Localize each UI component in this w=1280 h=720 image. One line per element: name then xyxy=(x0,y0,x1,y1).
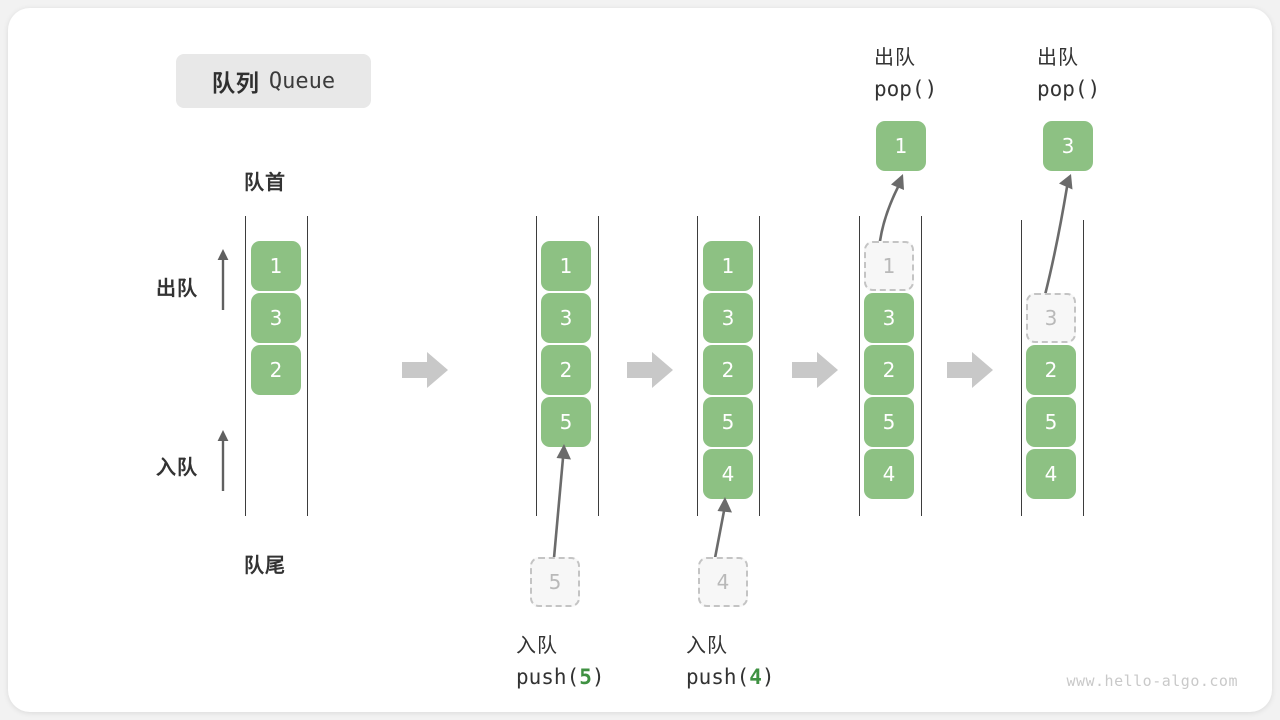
watermark: www.hello-algo.com xyxy=(1066,672,1238,690)
pop1-header-code: pop() xyxy=(874,77,938,101)
dequeue-legend-label: 出队 xyxy=(156,276,198,300)
push5-code-arg: 5 xyxy=(579,665,592,689)
queue-element: 2 xyxy=(864,345,914,395)
push5-caption-cn: 入队 xyxy=(516,633,558,657)
dequeue-direction-arrow-icon xyxy=(217,249,229,310)
queue-element: 1 xyxy=(703,241,753,291)
popped-element: 1 xyxy=(876,121,926,171)
queue-rail-right-col4 xyxy=(921,216,922,516)
enqueue-legend-label: 入队 xyxy=(156,455,198,479)
queue-tail-label: 队尾 xyxy=(244,553,286,577)
push4-caption-cn: 入队 xyxy=(686,633,728,657)
queue-ghost-element: 4 xyxy=(698,557,748,607)
queue-rail-right-col5 xyxy=(1083,220,1084,516)
queue-rail-right-col2 xyxy=(598,216,599,516)
dequeue-motion-arrow-icon xyxy=(878,174,904,243)
pop1-header-cn: 出队 xyxy=(874,45,916,69)
queue-element: 4 xyxy=(1026,449,1076,499)
queue-ghost-element-removed: 1 xyxy=(864,241,914,291)
dequeue-motion-arrow-icon xyxy=(1043,174,1073,297)
push5-code-prefix: push( xyxy=(516,665,580,689)
queue-ghost-element-removed: 3 xyxy=(1026,293,1076,343)
title-cn: 队列 xyxy=(211,71,260,97)
queue-ghost-element: 5 xyxy=(530,557,580,607)
queue-rail-left-col1 xyxy=(245,216,246,516)
enqueue-direction-arrow-icon xyxy=(217,430,229,491)
step-separator-arrow-icon xyxy=(792,352,838,388)
queue-element: 3 xyxy=(864,293,914,343)
push5-caption-code: push(5) xyxy=(516,665,605,689)
diagram-title-chip: 队列 Queue xyxy=(176,54,371,108)
title-en: Queue xyxy=(268,68,336,94)
queue-element: 2 xyxy=(703,345,753,395)
queue-element: 2 xyxy=(541,345,591,395)
queue-element-new: 5 xyxy=(541,397,591,447)
pop3-header-cn: 出队 xyxy=(1037,45,1079,69)
enqueue-motion-arrow-icon xyxy=(713,497,732,560)
push4-code-suffix: ) xyxy=(761,665,775,689)
pop3-header-code: pop() xyxy=(1037,77,1101,101)
diagram-card: 队列 Queue 队首 队尾 出队 入队 1 3 2 1 3 2 5 5 入队 … xyxy=(8,8,1272,712)
popped-element: 3 xyxy=(1043,121,1093,171)
queue-element: 1 xyxy=(541,241,591,291)
queue-rail-left-col4 xyxy=(859,216,860,516)
queue-element: 2 xyxy=(251,345,301,395)
queue-element: 3 xyxy=(251,293,301,343)
queue-element: 5 xyxy=(1026,397,1076,447)
queue-element: 5 xyxy=(703,397,753,447)
queue-rail-right-col1 xyxy=(307,216,308,516)
enqueue-motion-arrow-icon xyxy=(552,444,571,560)
queue-element: 2 xyxy=(1026,345,1076,395)
step-separator-arrow-icon xyxy=(947,352,993,388)
push4-code-arg: 4 xyxy=(749,665,762,689)
push4-caption-code: push(4) xyxy=(686,665,775,689)
step-separator-arrow-icon xyxy=(402,352,448,388)
queue-element-new: 4 xyxy=(703,449,753,499)
queue-head-label: 队首 xyxy=(244,170,286,194)
queue-rail-left-col5 xyxy=(1021,220,1022,516)
push4-code-prefix: push( xyxy=(686,665,750,689)
queue-element: 4 xyxy=(864,449,914,499)
push5-code-suffix: ) xyxy=(591,665,605,689)
queue-element: 1 xyxy=(251,241,301,291)
queue-rail-left-col2 xyxy=(536,216,537,516)
queue-element: 3 xyxy=(703,293,753,343)
queue-rail-right-col3 xyxy=(759,216,760,516)
step-separator-arrow-icon xyxy=(627,352,673,388)
queue-rail-left-col3 xyxy=(697,216,698,516)
queue-element: 5 xyxy=(864,397,914,447)
queue-element: 3 xyxy=(541,293,591,343)
